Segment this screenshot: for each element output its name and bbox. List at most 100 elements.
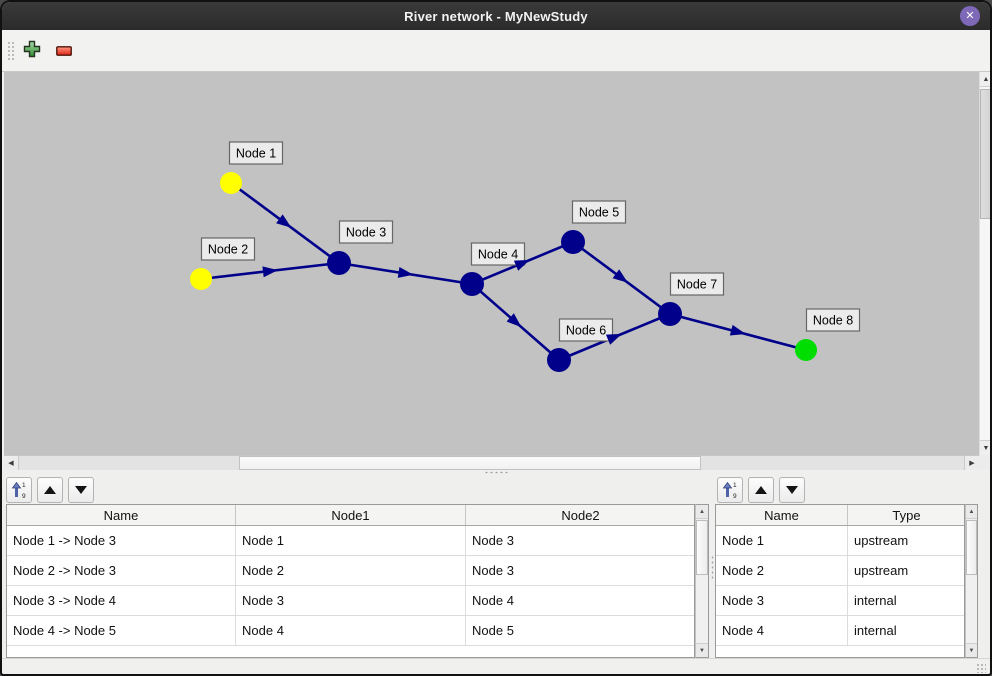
cell[interactable]: Node 2 -> Node 3 — [7, 556, 236, 585]
network-node-node-7[interactable] — [658, 302, 682, 326]
nodes-sort-button[interactable]: 1 9 — [717, 477, 743, 503]
network-node-node-1[interactable] — [220, 172, 242, 194]
node-label[interactable]: Node 1 — [228, 141, 284, 165]
scroll-up-icon[interactable]: ▲ — [696, 505, 708, 519]
cell[interactable]: internal — [854, 623, 897, 638]
cell[interactable]: Node 3 — [236, 586, 466, 615]
network-canvas[interactable]: Node 1 Node 2 Node 3 Node 4 Node 5 Node 6 Node… — [4, 72, 979, 455]
column-header[interactable]: Name — [716, 505, 848, 525]
cell[interactable]: Node 3 — [472, 533, 514, 548]
cell[interactable]: Node 1 — [236, 526, 466, 555]
scroll-right-icon[interactable]: ▶ — [964, 456, 979, 470]
cell[interactable]: Node 5 — [472, 623, 514, 638]
edge-arrow — [262, 266, 278, 278]
plus-icon — [23, 40, 41, 58]
node-label[interactable]: Node 4 — [470, 242, 526, 266]
scroll-up-icon[interactable]: ▲ — [980, 72, 990, 87]
resize-grip-icon[interactable] — [976, 663, 986, 673]
scroll-down-icon[interactable]: ▼ — [980, 440, 990, 455]
node-label[interactable]: Node 8 — [805, 308, 861, 332]
cell[interactable]: Node 3 -> Node 4 — [7, 586, 236, 615]
titlebar[interactable]: River network - MyNewStudy ✕ — [2, 2, 990, 30]
cell[interactable]: Node 3 — [472, 563, 514, 578]
down-triangle-icon — [786, 486, 798, 494]
splitter-handle-icon — [711, 555, 714, 581]
network-node-node-3[interactable] — [327, 251, 351, 275]
nodes-table-scrollbar[interactable]: ▲ ▼ — [965, 504, 978, 658]
scrollbar-corner — [979, 455, 990, 470]
edges-sort-button[interactable]: 1 9 — [6, 477, 32, 503]
network-node-node-2[interactable] — [190, 268, 212, 290]
node-label[interactable]: Node 7 — [669, 272, 725, 296]
canvas-horizontal-scrollbar[interactable]: ◀ ▶ — [4, 455, 979, 470]
vertical-scroll-thumb[interactable] — [980, 89, 990, 219]
scroll-up-icon[interactable]: ▲ — [966, 505, 977, 519]
cell[interactable]: Node 4 — [236, 616, 466, 645]
table-row[interactable]: Node 3 internal — [716, 586, 964, 616]
vertical-splitter[interactable] — [710, 475, 715, 658]
table-row[interactable]: Node 1 upstream — [716, 526, 964, 556]
cell[interactable]: Node 4 — [716, 616, 848, 645]
table-row[interactable] — [716, 646, 964, 657]
nodes-move-up-button[interactable] — [748, 477, 774, 503]
column-header[interactable]: Type — [848, 505, 964, 525]
up-triangle-icon — [44, 486, 56, 494]
cell[interactable]: Node 1 — [716, 526, 848, 555]
node-label[interactable]: Node 5 — [571, 200, 627, 224]
network-node-node-5[interactable] — [561, 230, 585, 254]
nodes-move-down-button[interactable] — [779, 477, 805, 503]
edge-arrow — [729, 324, 746, 336]
main-toolbar — [2, 30, 990, 72]
cell[interactable]: upstream — [854, 563, 909, 578]
scroll-left-icon[interactable]: ◀ — [4, 456, 19, 470]
add-node-button[interactable] — [23, 40, 43, 60]
network-node-node-6[interactable] — [547, 348, 571, 372]
scroll-down-icon[interactable]: ▼ — [966, 643, 977, 657]
cell[interactable]: upstream — [854, 533, 909, 548]
cell[interactable]: Node 3 — [716, 586, 848, 615]
network-node-node-8[interactable] — [795, 339, 817, 361]
edges-move-down-button[interactable] — [68, 477, 94, 503]
cell[interactable]: Node 4 -> Node 5 — [7, 616, 236, 645]
node-label[interactable]: Node 2 — [200, 237, 256, 261]
column-header[interactable]: Node1 — [236, 505, 466, 525]
edge-arrow — [397, 266, 414, 278]
cell[interactable]: Node 2 — [716, 556, 848, 585]
cell[interactable]: Node 1 -> Node 3 — [7, 526, 236, 555]
table-row[interactable] — [7, 646, 694, 657]
toolbar-grip-handle[interactable] — [7, 41, 15, 61]
edges-table-scrollbar[interactable]: ▲ ▼ — [695, 504, 709, 658]
node-label[interactable]: Node 3 — [338, 220, 394, 244]
table-scroll-thumb[interactable] — [966, 520, 977, 575]
horizontal-scroll-thumb[interactable] — [239, 456, 701, 470]
cell[interactable]: internal — [854, 593, 897, 608]
column-header[interactable]: Node2 — [466, 505, 694, 525]
table-row[interactable]: Node 4 internal — [716, 616, 964, 646]
edges-move-up-button[interactable] — [37, 477, 63, 503]
table-row[interactable]: Node 2 upstream — [716, 556, 964, 586]
column-header[interactable]: Name — [7, 505, 236, 525]
table-scroll-thumb[interactable] — [696, 520, 708, 575]
svg-text:1: 1 — [22, 482, 26, 489]
node-label[interactable]: Node 6 — [558, 318, 614, 342]
remove-node-button[interactable] — [56, 43, 76, 63]
svg-text:Node 1: Node 1 — [236, 147, 276, 161]
cell[interactable]: Node 4 — [472, 593, 514, 608]
svg-text:9: 9 — [733, 493, 737, 499]
network-node-node-4[interactable] — [460, 272, 484, 296]
close-button[interactable]: ✕ — [960, 6, 980, 26]
up-triangle-icon — [755, 486, 767, 494]
canvas-vertical-scrollbar[interactable]: ▲ ▼ — [979, 72, 990, 455]
horizontal-splitter[interactable] — [2, 470, 990, 475]
cell[interactable]: Node 2 — [236, 556, 466, 585]
scroll-down-icon[interactable]: ▼ — [696, 643, 708, 657]
